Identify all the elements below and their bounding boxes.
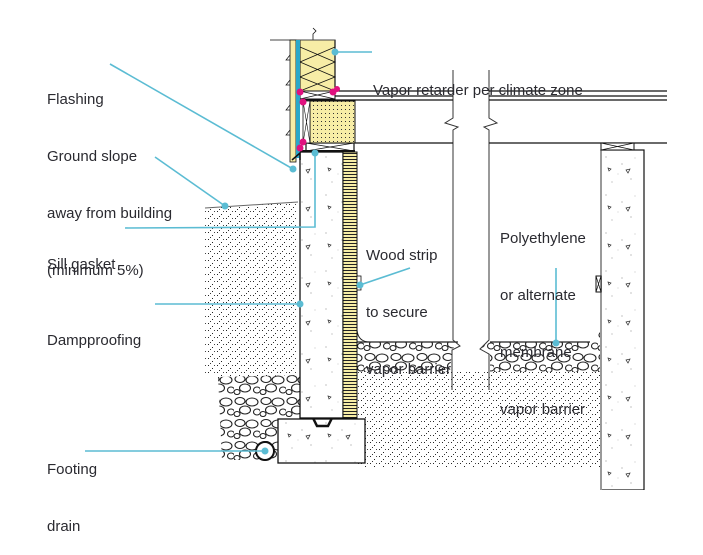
- label-line: membrane: [500, 344, 572, 361]
- leader-wood-strip: [359, 267, 411, 286]
- label-line: Footing: [47, 461, 98, 478]
- exterior-soil: [204, 201, 299, 420]
- siding: [285, 39, 300, 163]
- label-polyethylene: Polyethylene or alternate membrane vapor…: [500, 191, 586, 438]
- label-line: Polyethylene: [500, 230, 586, 247]
- leader-flashing: [109, 63, 294, 170]
- flashing: [291, 151, 301, 161]
- label-line: Ground slope: [47, 148, 138, 165]
- label-vapor-retarder: Vapor retarder per climate zone: [373, 43, 583, 119]
- leader-ground-slope: [154, 156, 226, 207]
- label-line: Sill gasket: [47, 256, 116, 273]
- break-lines: [443, 70, 499, 390]
- rim-joist-insulation: [302, 100, 356, 144]
- label-dampproofing: Dampproofing: [47, 293, 141, 369]
- label-ground-slope: Ground slope away from building (minimum…: [47, 109, 172, 299]
- leader-lines: [85, 51, 557, 452]
- footing: [277, 416, 366, 464]
- floor-system: [305, 90, 667, 144]
- interior-soil: [357, 372, 600, 467]
- gravel-backfill: [218, 375, 300, 460]
- sill-plate: [300, 142, 355, 152]
- wall-insulation: [298, 27, 337, 92]
- leader-sill-gasket: [124, 153, 316, 229]
- label-line: Flashing: [47, 91, 104, 108]
- label-line: vapor barrier: [366, 361, 452, 378]
- slab-gravel: [356, 329, 600, 372]
- label-flashing: Flashing: [47, 52, 104, 128]
- label-line: to secure: [366, 304, 428, 321]
- sealant-dots: [296, 86, 340, 152]
- label-line: away from building: [47, 205, 173, 222]
- leader-dots: [221, 48, 560, 455]
- label-sill-gasket: Sill gasket: [47, 217, 115, 293]
- interior-column: [595, 142, 645, 490]
- label-line: Dampproofing: [47, 332, 142, 349]
- label-line: vapor barrier: [500, 401, 586, 418]
- label-line: (minimum 5%): [47, 262, 144, 279]
- label-line: or alternate: [500, 287, 576, 304]
- foundation-wall: [299, 151, 344, 419]
- foundation-detail-diagram: [85, 27, 667, 490]
- label-line: Vapor retarder per climate zone: [373, 82, 583, 99]
- label-footing-drain: Footing drain: [47, 422, 97, 555]
- label-line: drain: [47, 518, 81, 535]
- label-line: Wood strip: [366, 247, 438, 264]
- label-wood-strip: Wood strip to secure vapor barrier: [366, 208, 451, 398]
